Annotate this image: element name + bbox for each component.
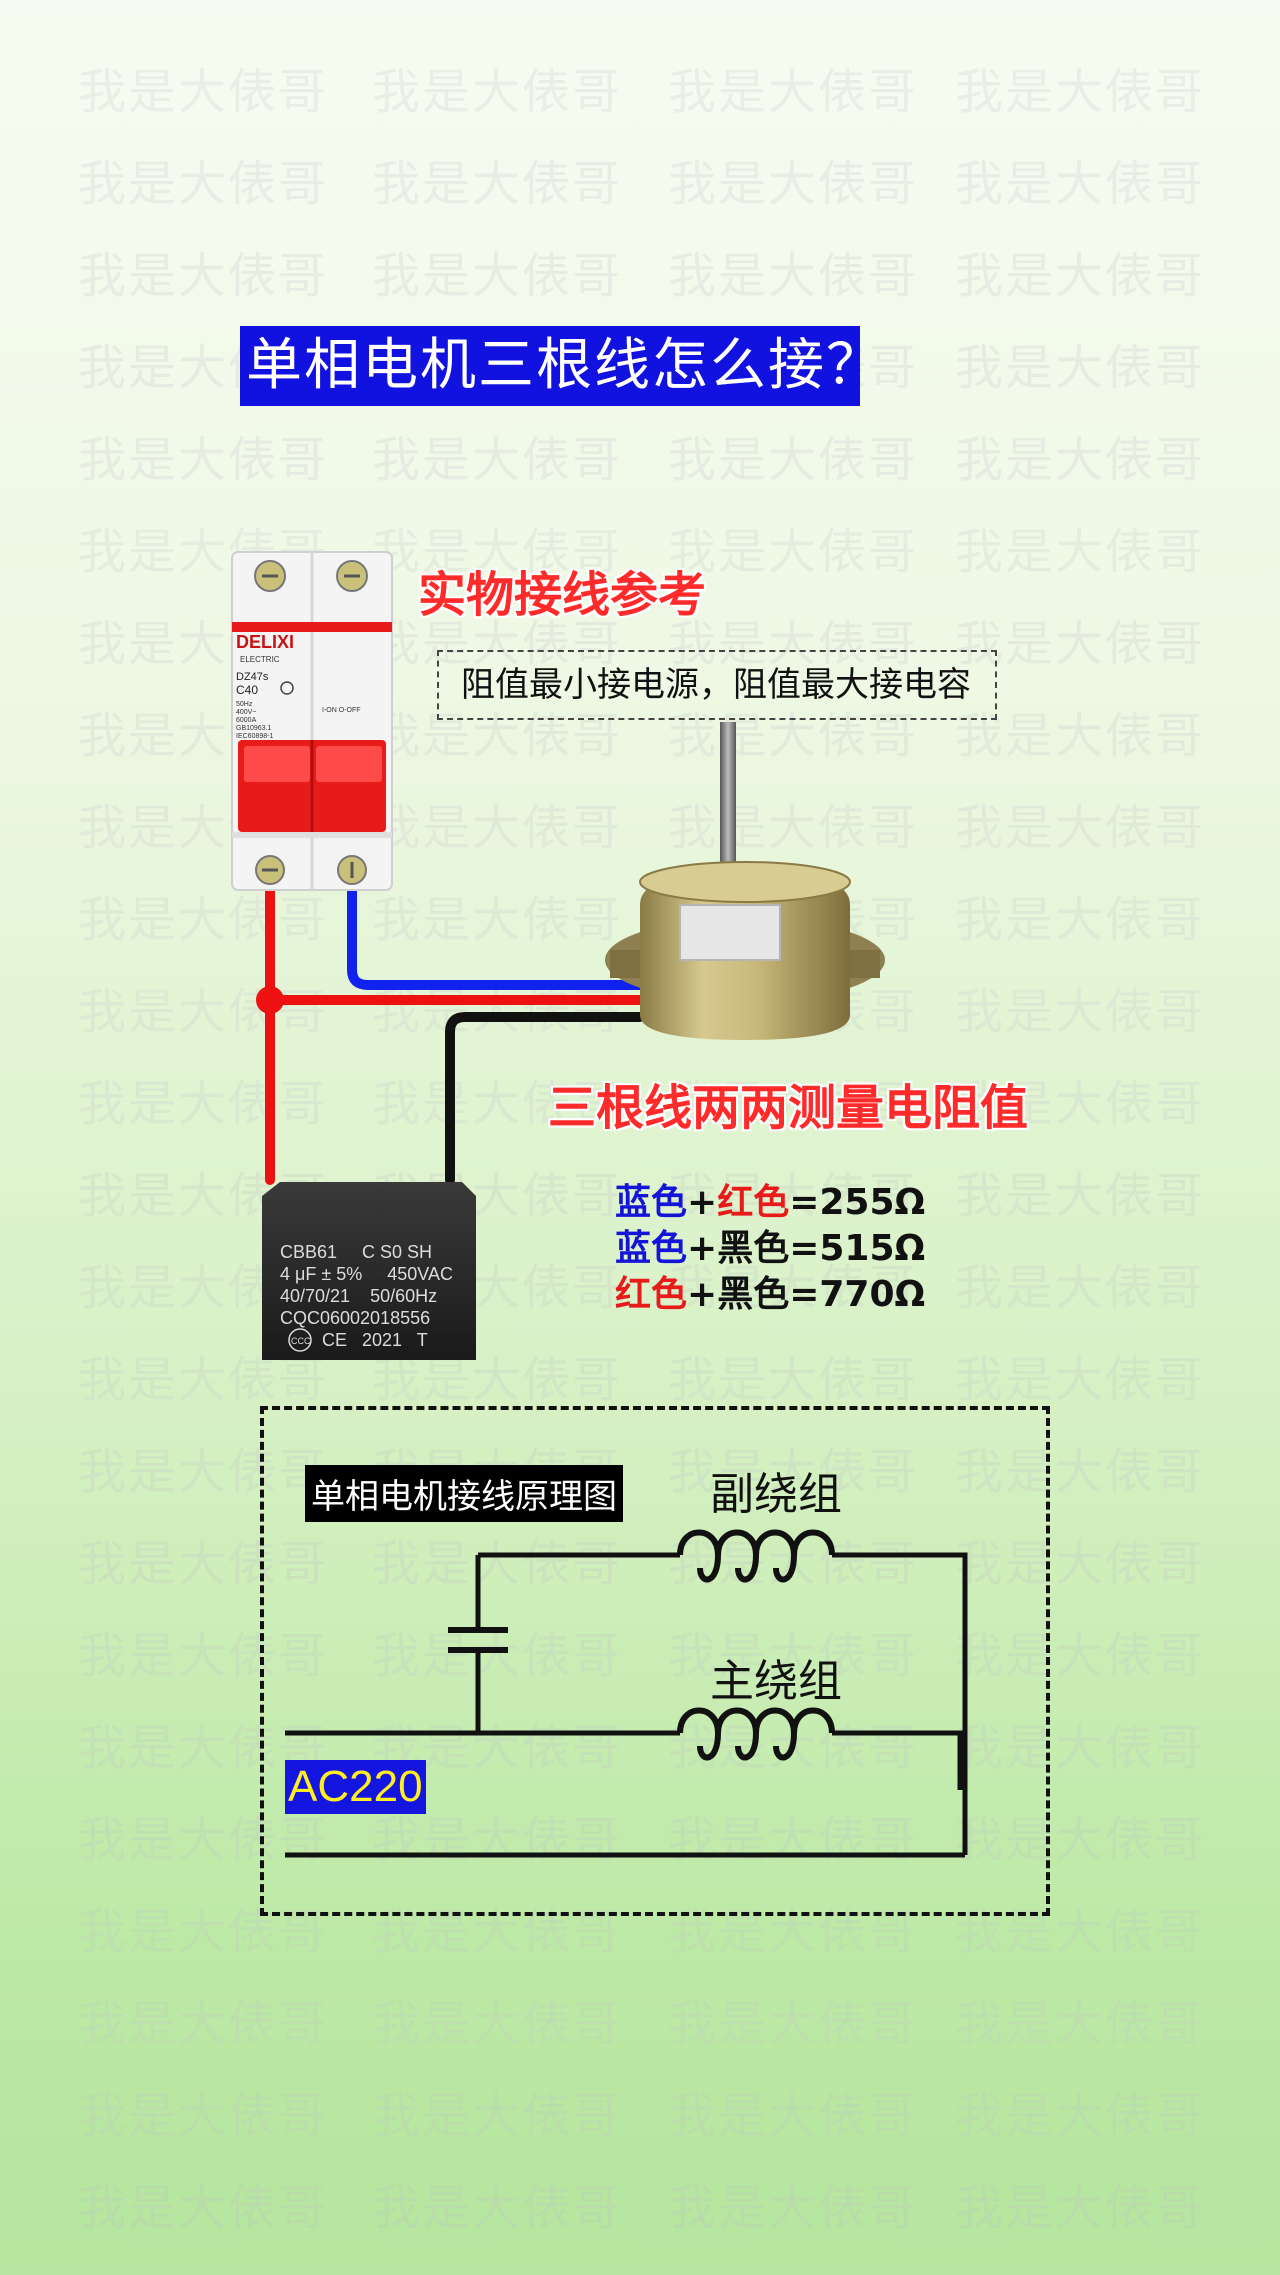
black-wire [445,1012,645,1185]
main-winding-coil-icon [677,1707,835,1761]
measure-heading: 三根线两两测量电阻值 [548,1080,1029,1136]
wire-color-a: 蓝色 [615,1228,688,1269]
capacitor: CBB61 C S0 SH 4 μF ± 5% 450VAC 40/70/21 … [262,1182,476,1360]
breaker-spec-4: IEC60898-1 [236,733,273,740]
wire-color-b: 黑色 [717,1228,790,1269]
wire-color-b: 红色 [717,1182,790,1223]
capacitor-line-0: CBB61 C S0 SH [280,1242,432,1262]
capacitor-ccc: CCC [291,1336,311,1346]
motor [605,722,885,1040]
capacitor-line-1: 4 μF ± 5% 450VAC [280,1264,453,1284]
wire-color-a: 红色 [615,1274,688,1315]
page-title: 单相电机三根线怎么接？ [240,326,882,406]
measurement-row: 红色+黑色=770Ω [615,1274,926,1315]
breaker-brand: DELIXI [236,632,294,652]
wires [256,855,645,1185]
breaker-onoff: I-ON O-OFF [322,707,361,714]
physical-wiring-heading: 实物接线参考 [418,567,707,623]
breaker-model: DZ47s [236,671,269,683]
resistance-value: =255Ω [789,1182,926,1223]
breaker-spec-0: 50Hz [236,701,253,708]
measurement-row: 蓝色+黑色=515Ω [615,1228,926,1269]
resistance-measurements: 蓝色+红色=255Ω 蓝色+黑色=515Ω 红色+黑色=770Ω [615,1180,925,1318]
breaker-rating: C40 [236,683,258,697]
measurement-row: 蓝色+红色=255Ω [615,1182,926,1223]
aux-winding-label: 副绕组 [710,1469,842,1520]
breaker-spec-1: 400V~ [236,709,256,716]
schematic-title: 单相电机接线原理图 [305,1465,623,1522]
red-wire [265,855,645,1185]
resistance-value: =770Ω [789,1274,926,1315]
capacitor-line-4: CE 2021 T [322,1330,428,1350]
capacitor-line-3: CQC06002018556 [280,1308,430,1328]
aux-winding-coil-icon [677,1529,835,1583]
breaker-spec-3: GB10963.1 [236,725,272,732]
resistance-rule-note: 阻值最小接电源，阻值最大接电容 [437,650,997,720]
wire-color-a: 蓝色 [615,1182,688,1223]
blue-wire [347,855,645,990]
ac-supply-label: AC220 [285,1760,426,1814]
circuit-breaker: DELIXI ELECTRIC DZ47s C40 50Hz 400V~ 600… [231,551,393,891]
main-winding-label: 主绕组 [710,1656,842,1707]
schematic-frame [260,1406,1050,1916]
breaker-spec-2: 6000A [236,717,257,724]
red-wire-junction [256,986,284,1014]
wire-color-b: 黑色 [717,1274,790,1315]
schematic-diagram [285,1529,968,1858]
breaker-sub: ELECTRIC [240,655,280,664]
resistance-value: =515Ω [789,1228,926,1269]
capacitor-line-2: 40/70/21 50/60Hz [280,1286,437,1306]
